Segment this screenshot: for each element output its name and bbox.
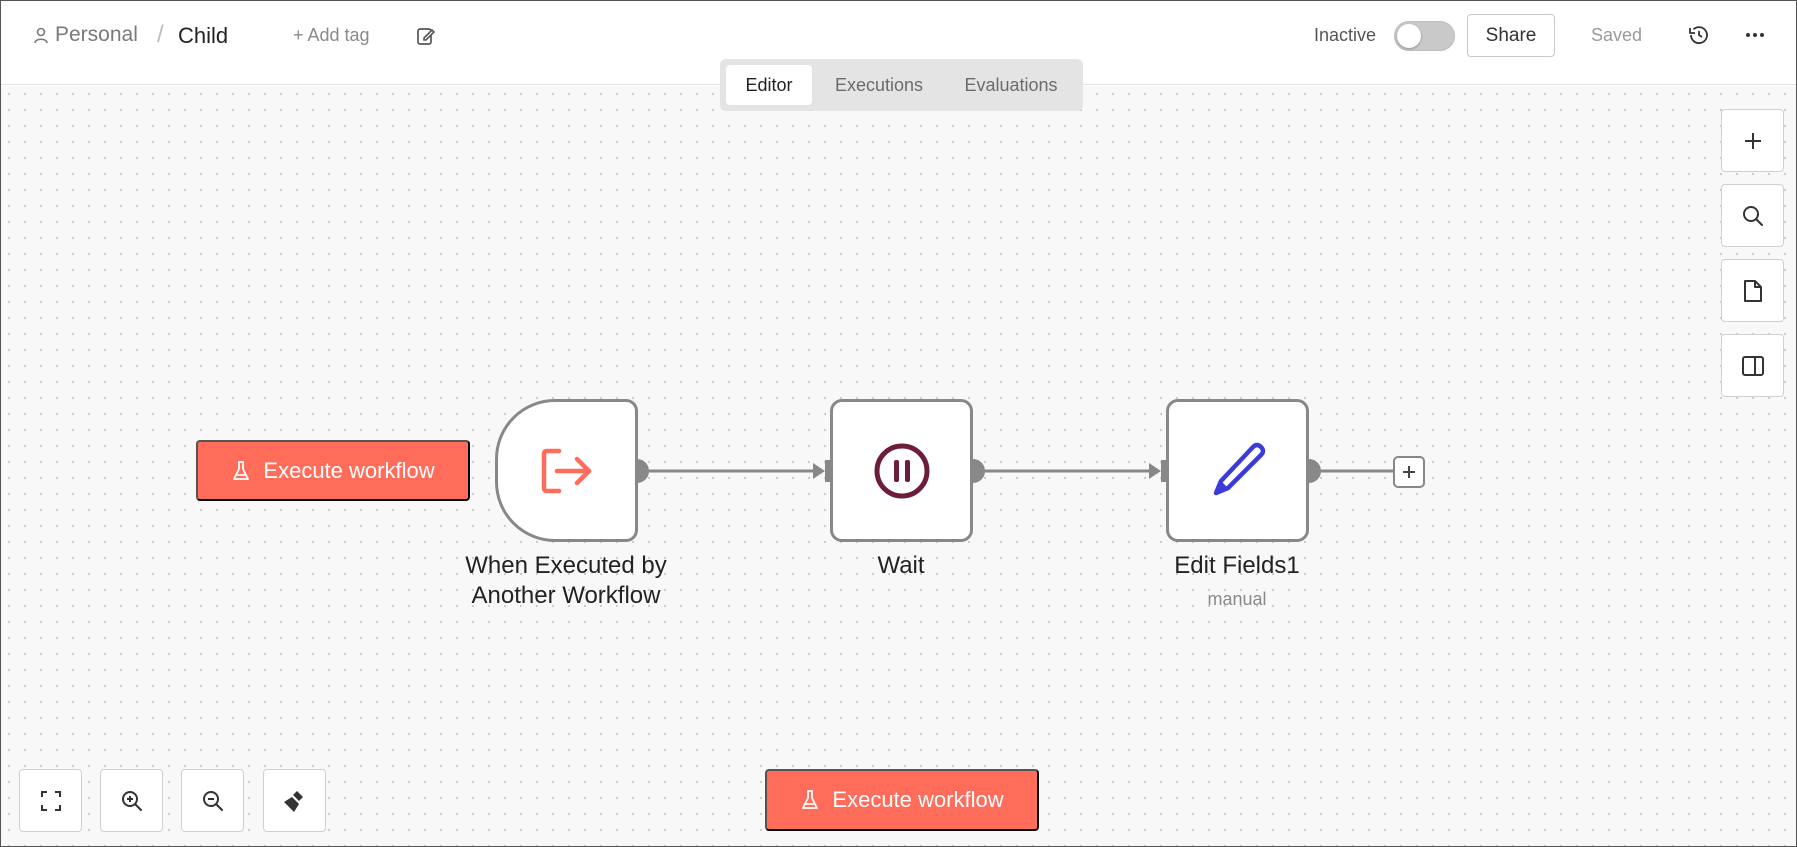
toggle-panel-button[interactable] [1721,334,1784,397]
add-sticky-note-button[interactable] [1721,259,1784,322]
sticky-note-icon [1743,279,1762,302]
more-options-icon[interactable] [1743,23,1767,47]
zoom-in-icon [121,790,142,811]
user-icon [34,27,48,44]
zoom-out-icon [202,790,223,811]
pen-icon [1213,442,1265,495]
pause-circle-icon [874,443,929,498]
plus-icon [1403,466,1415,478]
flask-icon [802,790,819,809]
panel-icon [1741,355,1764,376]
node-edit-fields[interactable] [1166,399,1309,542]
add-tag-button[interactable]: + Add tag [293,25,370,45]
tab-evaluations[interactable]: Evaluations [964,74,1058,95]
tidy-up-icon [283,790,303,812]
tab-executions[interactable]: Executions [834,74,924,95]
node-label-edit-fields: Edit Fields1 [1174,552,1300,579]
node-subtitle-edit-fields: manual [1207,589,1267,609]
search-nodes-button[interactable] [1721,184,1784,247]
execute-workflow-button[interactable]: Execute workflow [765,769,1039,831]
breadcrumb-project[interactable]: Personal [33,23,138,47]
flask-icon [233,460,250,480]
toggle-knob [1397,24,1421,48]
sign-in-icon [541,448,591,493]
add-node-button[interactable] [1721,109,1784,172]
zoom-out-button[interactable] [181,769,244,832]
edit-description-icon[interactable] [415,25,437,47]
share-button[interactable]: Share [1467,14,1555,57]
tab-editor[interactable]: Editor [726,65,812,105]
workflow-name[interactable]: Child [178,23,229,48]
fit-view-button[interactable] [19,769,82,832]
save-status: Saved [1591,25,1643,45]
add-next-node-button[interactable] [1393,456,1425,488]
plus-icon [1744,132,1761,149]
tidy-up-button[interactable] [263,769,326,832]
fit-view-icon [40,790,61,811]
node-when-executed-by-another-workflow[interactable] [495,399,638,542]
search-icon [1742,205,1763,226]
active-toggle[interactable] [1394,21,1455,51]
breadcrumb-separator: / [157,21,164,48]
node-label-wait: Wait [877,552,925,579]
node-label-trigger: When Executed by Another Workflow [465,552,667,609]
execute-workflow-trigger-button[interactable]: Execute workflow [196,440,470,501]
execute-workflow-trigger-label: Execute workflow [263,457,435,483]
project-name: Personal [55,23,138,46]
zoom-in-button[interactable] [100,769,163,832]
active-status-label: Inactive [1314,25,1377,45]
view-tabs: Editor Executions Evaluations [720,59,1083,111]
node-wait[interactable] [830,399,973,542]
execute-workflow-label: Execute workflow [832,787,1004,812]
history-icon[interactable] [1687,23,1711,47]
